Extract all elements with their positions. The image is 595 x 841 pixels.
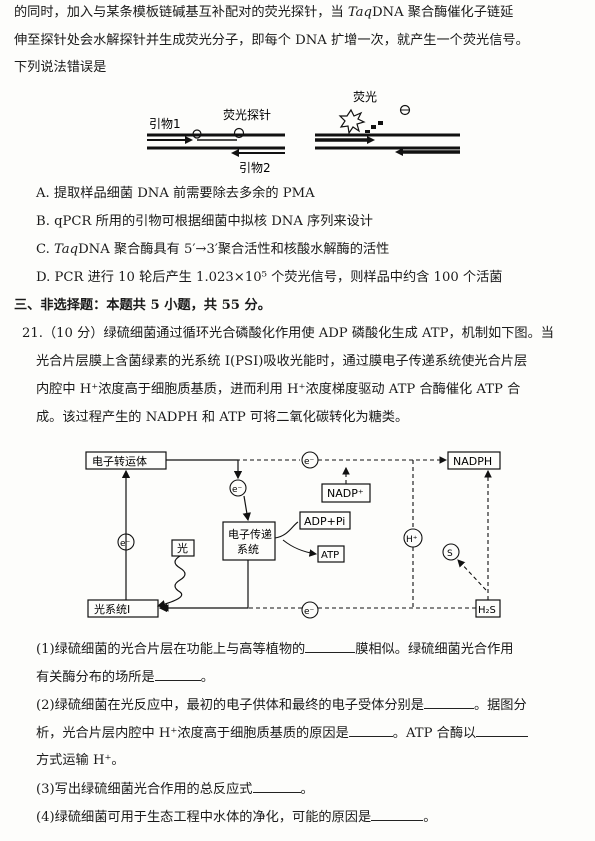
- answer-blank[interactable]: [252, 780, 301, 793]
- q21-line-1: 21.（10 分）绿硫细菌通过循环光合磷酸化作用使 ADP 磷酸化生成 ATP，…: [22, 326, 554, 341]
- subq-2-line-2: 析，光合片层内腔中 H⁺浓度高于细胞质基质的原因是。ATP 合酶以: [36, 724, 529, 743]
- nadph-label: NADPH: [453, 455, 492, 468]
- subq-2-line-1: (2)绿硫细菌在光反应中，最初的电子供体和最终的电子受体分别是。据图分: [36, 696, 527, 713]
- electron-bottom: [301, 601, 319, 619]
- option-d: D. PCR 进行 10 轮后产生 1.023×10⁵ 个荧光信号，则样品中约含…: [36, 270, 503, 285]
- fluorescence-burst-icon: [338, 108, 366, 135]
- atp-box: [317, 545, 345, 563]
- intro-line-3: 下列说法错误是: [14, 60, 107, 75]
- subq-4: (4)绿硫细菌可用于生态工程中水体的净化，可能的原因是。: [36, 808, 437, 825]
- transfer-system-box: [222, 521, 276, 561]
- subq-1-line-1: (1)绿硫细菌的光合片层在功能上与高等植物的膜相似。绿硫细菌光合作用: [36, 640, 514, 657]
- primer2-label: 引物2: [239, 161, 271, 175]
- svg-text:e⁻: e⁻: [304, 607, 315, 617]
- fluorescence-label: 荧光: [353, 90, 377, 104]
- photosystem-label: 光系统I: [94, 602, 130, 616]
- free-fluorophore: [399, 104, 411, 116]
- adp-box: [299, 511, 351, 530]
- subq-3: (3)写出绿硫细菌光合作用的总反应式。: [36, 780, 314, 797]
- svg-text:e⁻: e⁻: [304, 457, 315, 467]
- primer1-label: 引物1: [149, 117, 181, 131]
- h2s-label: H₂S: [478, 605, 496, 616]
- adp-label: ADP+Pi: [304, 515, 345, 528]
- option-c: C. TaqDNA 聚合酶具有 5′→3′聚合活性和核酸水解酶的活性: [36, 242, 390, 257]
- q21-line-2: 光合片层膜上含菌绿素的光系统 I(PSI)吸收光能时，通过膜电子传递系统使光合片…: [36, 354, 528, 369]
- answer-blank[interactable]: [423, 696, 474, 709]
- q21-line-3: 内腔中 H⁺浓度高于细胞质基质，进而利用 H⁺浓度梯度驱动 ATP 合酶催化 A…: [36, 382, 521, 397]
- primer2-arrow: [231, 149, 239, 157]
- transfer-system-label-1: 电子传递: [228, 527, 272, 541]
- primer1-arrow: [185, 136, 193, 144]
- svg-text:S: S: [447, 549, 453, 559]
- intro-line-2: 伸至探针处会水解探针并生成荧光分子，即每个 DNA 扩增一次，就产生一个荧光信号…: [14, 33, 529, 48]
- fluorophore-mark: [233, 127, 245, 139]
- atp-label: ATP: [321, 550, 339, 561]
- arrow-carrier-to-e: [166, 459, 243, 480]
- electron-carrier-out: [229, 479, 247, 497]
- svg-text:e⁻: e⁻: [232, 485, 243, 495]
- subq-2-line-3: 方式运输 H⁺。: [36, 753, 125, 768]
- answer-blank[interactable]: [305, 640, 356, 653]
- arrow-h2s-to-s: [457, 559, 487, 591]
- q21-line-4: 成。该过程产生的 NADPH 和 ATP 可将二氧化碳转化为糖类。: [36, 410, 409, 425]
- transfer-system-label-2: 系统: [237, 543, 259, 556]
- section-3-heading: 三、非选择题：本题共 5 小题，共 55 分。: [14, 298, 271, 313]
- svg-text:e⁻: e⁻: [120, 539, 131, 549]
- option-b: B. qPCR 所用的引物可根据细菌中拟核 DNA 序列来设计: [36, 214, 373, 229]
- answer-blank[interactable]: [348, 724, 393, 737]
- intro-line-1: 的同时，加入与某条模板链碱基互补配对的荧光探针，当 TaqDNA 聚合酶催化子链…: [14, 5, 514, 20]
- light-label: 光: [177, 541, 188, 555]
- nadp-label: NADP⁺: [327, 487, 364, 500]
- electron-carrier-label: 电子转运体: [92, 454, 147, 468]
- qpcr-probe-figure: 引物1 荧光探针 引物2 荧光: [147, 90, 460, 175]
- answer-blank[interactable]: [154, 668, 201, 681]
- light-wave: [156, 555, 186, 609]
- subq-1-line-2: 有关酶分布的场所是。: [36, 668, 214, 685]
- answer-blank[interactable]: [371, 808, 424, 821]
- photosynthesis-diagram: 电子转运体 光系统I 电子传递 系统 NADPH NADP⁺ ADP+Pi AT…: [85, 451, 501, 619]
- nadph-box: [447, 451, 501, 470]
- photosystem-box: [87, 599, 159, 618]
- probe-label: 荧光探针: [223, 107, 271, 122]
- quencher-mark: [192, 129, 202, 139]
- light-box: [171, 539, 195, 557]
- answer-blank[interactable]: [476, 724, 529, 737]
- sulfur-circle: [442, 543, 460, 561]
- svg-text:H⁺: H⁺: [406, 535, 418, 545]
- option-a: A. 提取样品细菌 DNA 前需要除去多余的 PMA: [36, 186, 315, 201]
